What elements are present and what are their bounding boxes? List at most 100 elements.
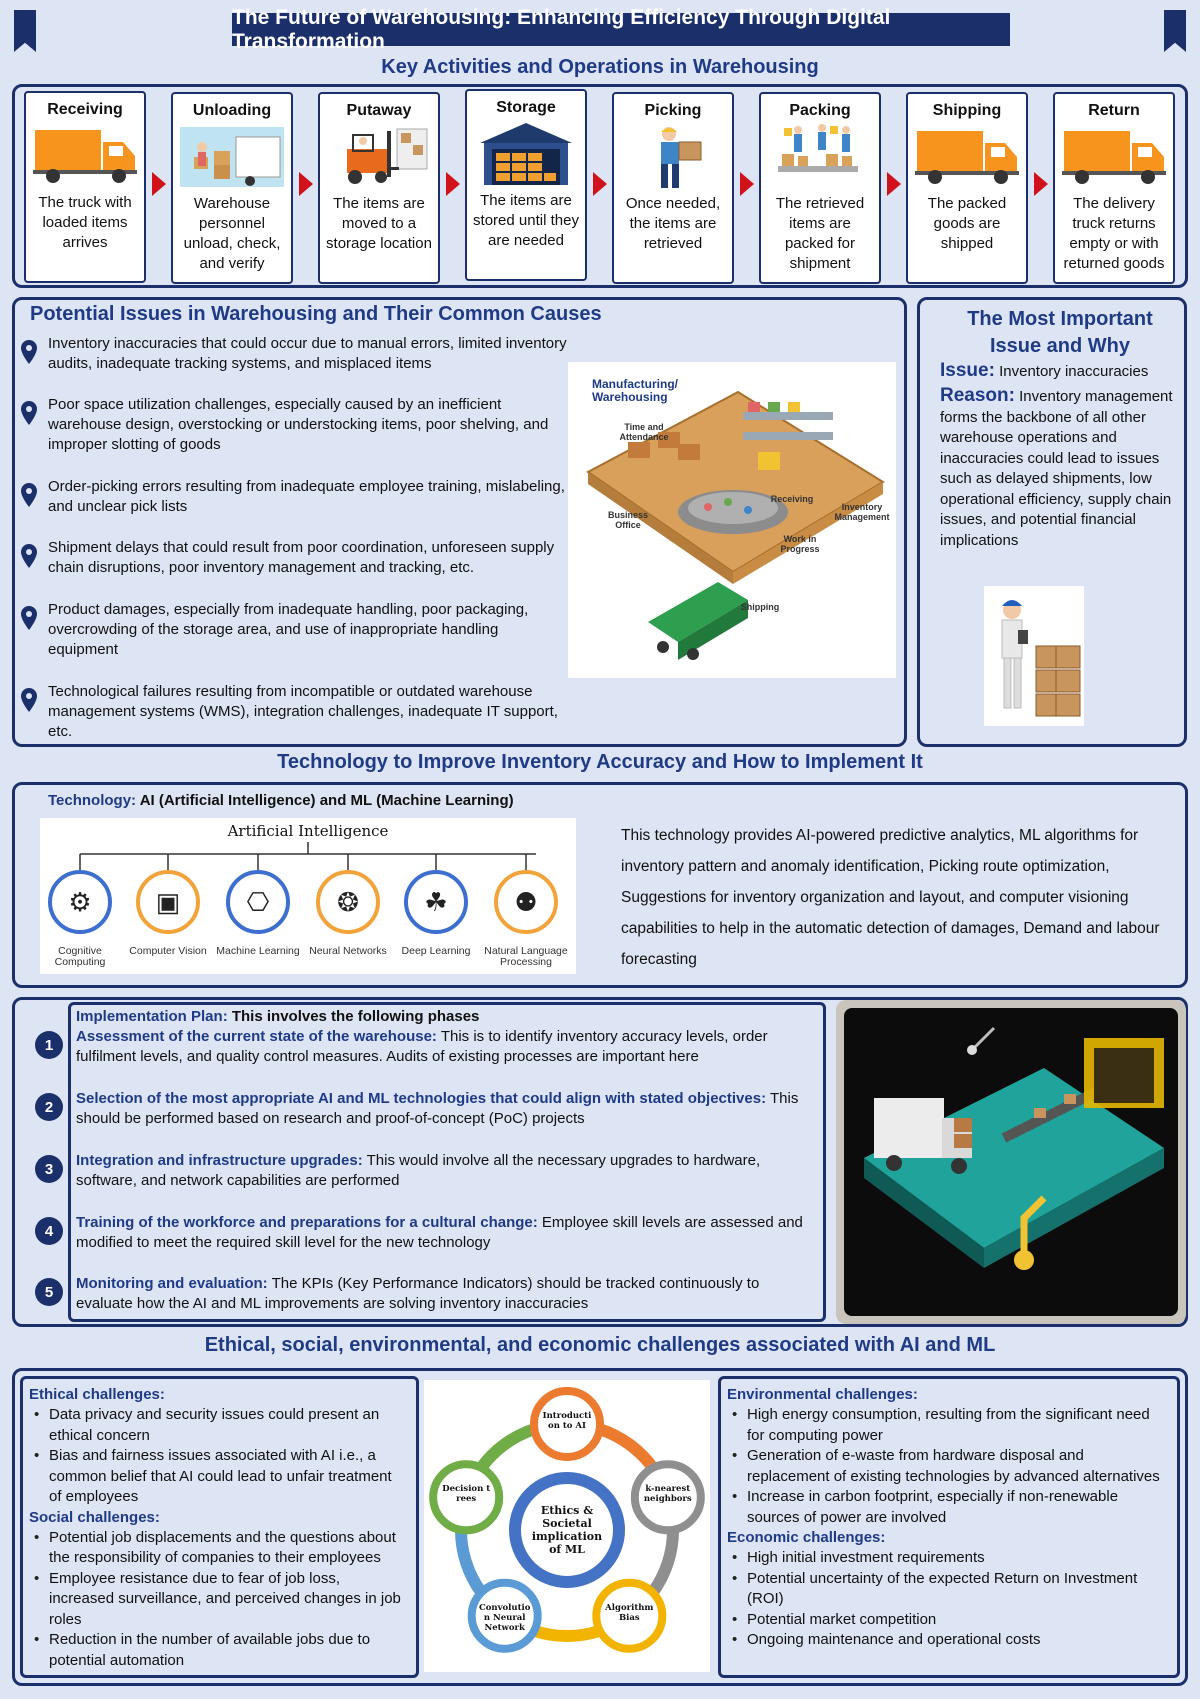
ai-branch-label: Neural Networks	[309, 945, 387, 957]
ethical-heading: Ethical challenges:	[29, 1386, 165, 1403]
ai-branch-icon: ☘	[424, 887, 447, 917]
flow-arrow-icon	[740, 172, 754, 196]
cycle-node-label: Convolution Neural Network	[478, 1602, 531, 1633]
ai-branch-circle	[48, 870, 112, 934]
social-heading: Social challenges:	[29, 1508, 160, 1526]
step-description: The retrieved items are packed for shipm…	[775, 195, 865, 272]
technology-description: This technology provides AI-powered pred…	[621, 827, 1160, 968]
economic-list: High initial investment requirementsPote…	[727, 1548, 1169, 1651]
ai-branch-circle	[494, 870, 558, 934]
environmental-heading: Environmental challenges:	[727, 1386, 918, 1403]
location-pin-icon	[21, 688, 37, 712]
diagram-label: Time and Attendance	[619, 422, 669, 442]
ai-branch-icon: ⎔	[247, 887, 270, 917]
phase-number: 2	[35, 1093, 63, 1121]
challenges-heading: Ethical, social, environmental, and econ…	[204, 1334, 996, 1356]
location-pin-icon	[21, 340, 37, 364]
challenge-item: Potential market competition	[727, 1610, 1169, 1631]
phase-item: Selection of the most appropriate AI and…	[76, 1089, 806, 1129]
economic-heading: Economic challenges:	[727, 1529, 886, 1546]
phase-number: 3	[35, 1155, 63, 1183]
diagram-label: Receiving	[770, 494, 814, 504]
cycle-arc	[455, 1529, 487, 1596]
smart-warehouse-illustration	[844, 1008, 1178, 1316]
challenge-item: Potential uncertainty of the expected Re…	[727, 1569, 1169, 1610]
cycle-arc	[476, 1423, 537, 1472]
cycle-node-label: Algorithm Bias	[605, 1602, 654, 1623]
step-description: The items are moved to a storage locatio…	[326, 195, 432, 252]
worker-image	[984, 586, 1084, 726]
phase-title: Assessment of the current state of the w…	[76, 1028, 437, 1045]
challenge-item: Generation of e-waste from hardware disp…	[727, 1446, 1169, 1487]
issue-item: Inventory inaccuracies that could occur …	[48, 335, 567, 372]
phase-title: Training of the workforce and preparatio…	[76, 1214, 538, 1231]
implementation-intro: Implementation Plan: This involves the f…	[76, 1008, 480, 1025]
phase-item: Integration and infrastructure upgrades:…	[76, 1151, 806, 1191]
truck-icon	[26, 123, 144, 189]
phase-item: Assessment of the current state of the w…	[76, 1027, 806, 1067]
diagram-label: Shipping	[740, 602, 780, 612]
ai-branch-label: Computer Vision	[129, 945, 207, 957]
diagram-label: Inventory Management	[834, 502, 890, 522]
cycle-center-ring	[509, 1472, 625, 1588]
ml-cycle-svg	[429, 1387, 705, 1653]
location-pin-icon	[21, 544, 37, 568]
issue-item: Product damages, especially from inadequ…	[48, 601, 529, 658]
step-description: The delivery truck returns empty or with…	[1063, 195, 1165, 272]
phase-number: 1	[35, 1031, 63, 1059]
truck-icon	[1055, 124, 1173, 190]
ai-branch-label: Machine Learning	[216, 945, 300, 957]
truck-icon	[908, 124, 1026, 190]
step-title: Receiving	[47, 101, 123, 118]
cycle-arc	[532, 1625, 602, 1642]
flow-arrow-icon	[446, 172, 460, 196]
phase-title: Selection of the most appropriate AI and…	[76, 1090, 767, 1107]
issue-item: Poor space utilization challenges, espec…	[48, 396, 549, 453]
challenge-item: High energy consumption, resulting from …	[727, 1405, 1169, 1446]
phase-number: 4	[35, 1217, 63, 1245]
challenge-item: Reduction in the number of available job…	[29, 1630, 408, 1671]
bookmark-icon	[1164, 10, 1186, 52]
cycle-node	[429, 1460, 504, 1535]
flow-arrow-icon	[299, 172, 313, 196]
important-reason: Reason: Inventory management forms the b…	[940, 385, 1173, 549]
ai-tree-lines: ⚙▣⎔❂☘⚉	[48, 842, 558, 934]
environmental-list: High energy consumption, resulting from …	[727, 1405, 1169, 1528]
step-title: Packing	[789, 102, 851, 119]
ai-branch-icon: ⚉	[514, 887, 537, 917]
phase-item: Monitoring and evaluation: The KPIs (Key…	[76, 1274, 806, 1314]
technology-label: Technology: AI (Artificial Intelligence)…	[48, 792, 514, 809]
phase-title: Integration and infrastructure upgrades:	[76, 1152, 363, 1169]
location-pin-icon	[21, 401, 37, 425]
ethical-list: Data privacy and security issues could p…	[29, 1405, 408, 1508]
worker-with-boxes-icon	[1001, 600, 1081, 717]
cycle-node	[530, 1387, 604, 1461]
phase-text: This would involve all the necessary upg…	[76, 1152, 761, 1189]
challenge-item: High initial investment requirements	[727, 1548, 1169, 1569]
cycle-node-label: k-nearest neighbors	[643, 1484, 692, 1505]
step-description: The items are stored until they are need…	[473, 192, 579, 249]
cycle-arc	[647, 1529, 679, 1596]
phase-text: This is to identify inventory accuracy l…	[76, 1028, 768, 1065]
ai-branch-label: Cognitive Computing	[54, 945, 106, 968]
picker-icon	[614, 124, 732, 190]
important-issue: Issue: Inventory inaccuracies	[940, 360, 1149, 381]
phase-text: This should be performed based on resear…	[76, 1090, 799, 1127]
challenge-item: Data privacy and security issues could p…	[29, 1405, 408, 1446]
phase-number: 5	[35, 1278, 63, 1306]
diagram-label: Work in Progress	[780, 534, 820, 554]
phase-text: Employee skill levels are assessed and m…	[76, 1214, 803, 1251]
phase-text: The KPIs (Key Performance Indicators) sh…	[76, 1275, 760, 1312]
smart-warehouse-image	[836, 1000, 1186, 1324]
ai-diagram: Artificial Intelligence ⚙▣⎔❂☘⚉ Cognitive…	[40, 818, 576, 974]
ai-branch-label: Deep Learning	[401, 945, 471, 957]
step-description: The truck with loaded items arrives	[38, 194, 132, 251]
diagram-title: Manufacturing/ Warehousing	[592, 377, 678, 404]
ai-branch-icon: ▣	[156, 887, 181, 917]
page-title: The Future of Warehousing: Enhancing Eff…	[232, 6, 1010, 53]
